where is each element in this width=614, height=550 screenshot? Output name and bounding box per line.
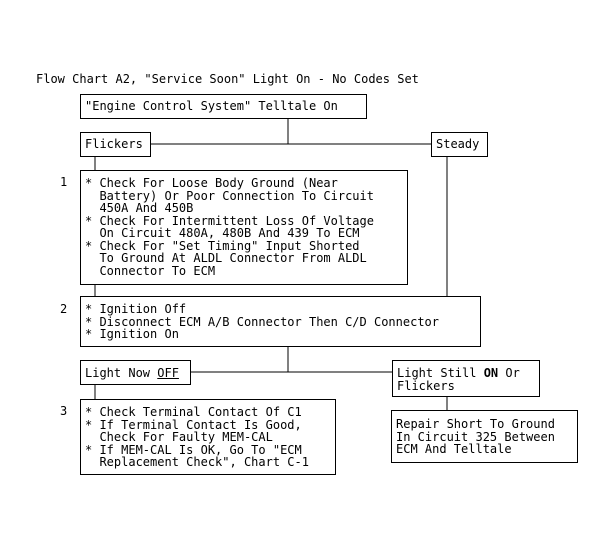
step2-line: * Disconnect ECM A/B Connector Then C/D … xyxy=(85,314,440,329)
start-box: "Engine Control System" Telltale On xyxy=(80,94,367,119)
step3-line: Replacement Check", Chart C-1 xyxy=(85,455,309,469)
step1-line: Battery) Or Poor Connection To Circuit xyxy=(85,188,374,203)
step2-box: * Ignition Off * Disconnect ECM A/B Conn… xyxy=(80,296,481,347)
light-still-emph: ON xyxy=(483,366,499,380)
light-still-prefix: Light Still xyxy=(397,366,484,380)
repair-box: Repair Short To Ground In Circuit 325 Be… xyxy=(391,410,578,463)
light-now-prefix: Light Now xyxy=(85,366,158,380)
step-number-1: 1 xyxy=(60,175,68,189)
repair-line: Repair Short To Ground xyxy=(396,417,555,431)
step2-line: * Ignition Off xyxy=(85,302,187,316)
step3-line: * Check Terminal Contact Of C1 xyxy=(85,405,302,419)
light-still-line2: Flickers xyxy=(397,378,455,393)
light-now-off-box: Light Now OFF xyxy=(80,360,191,385)
light-still-on-label: Light Still ON Or xyxy=(397,367,520,380)
step-number-2: 2 xyxy=(60,302,68,316)
step1-line: * Check For Intermittent Loss Of Voltage xyxy=(85,213,374,228)
repair-line: ECM And Telltale xyxy=(396,442,512,456)
step-number-3: 3 xyxy=(60,404,68,418)
light-still-suffix: Or xyxy=(498,366,520,380)
step1-line: * Check For "Set Timing" Input Shorted xyxy=(85,238,360,253)
step1-line: * Check For Loose Body Ground (Near xyxy=(85,176,338,190)
light-now-emph: OFF xyxy=(157,366,179,380)
step1-box: * Check For Loose Body Ground (Near Batt… xyxy=(80,170,408,285)
step3-line: * If MEM-CAL Is OK, Go To "ECM xyxy=(85,442,302,457)
page-title: Flow Chart A2, "Service Soon" Light On -… xyxy=(36,72,419,86)
step1-line: To Ground At ALDL Connector From ALDL xyxy=(85,251,367,265)
light-now-off-label: Light Now OFF xyxy=(85,367,179,380)
step1-line: On Circuit 480A, 480B And 439 To ECM xyxy=(85,226,360,240)
start-label: "Engine Control System" Telltale On xyxy=(85,99,338,113)
steady-label: Steady xyxy=(436,137,480,151)
flickers-box: Flickers xyxy=(80,132,151,157)
step1-line: Connector To ECM xyxy=(85,263,216,278)
repair-line: In Circuit 325 Between xyxy=(396,429,555,444)
step3-box: * Check Terminal Contact Of C1 * If Term… xyxy=(80,399,336,475)
flickers-label: Flickers xyxy=(85,137,143,151)
step2-line: * Ignition On xyxy=(85,327,179,341)
step1-line: 450A And 450B xyxy=(85,201,194,215)
step3-line: * If Terminal Contact Is Good, xyxy=(85,417,302,432)
light-still-on-box: Light Still ON Or Flickers xyxy=(392,360,540,397)
steady-box: Steady xyxy=(431,132,488,157)
step3-line: Check For Faulty MEM-CAL xyxy=(85,430,273,444)
